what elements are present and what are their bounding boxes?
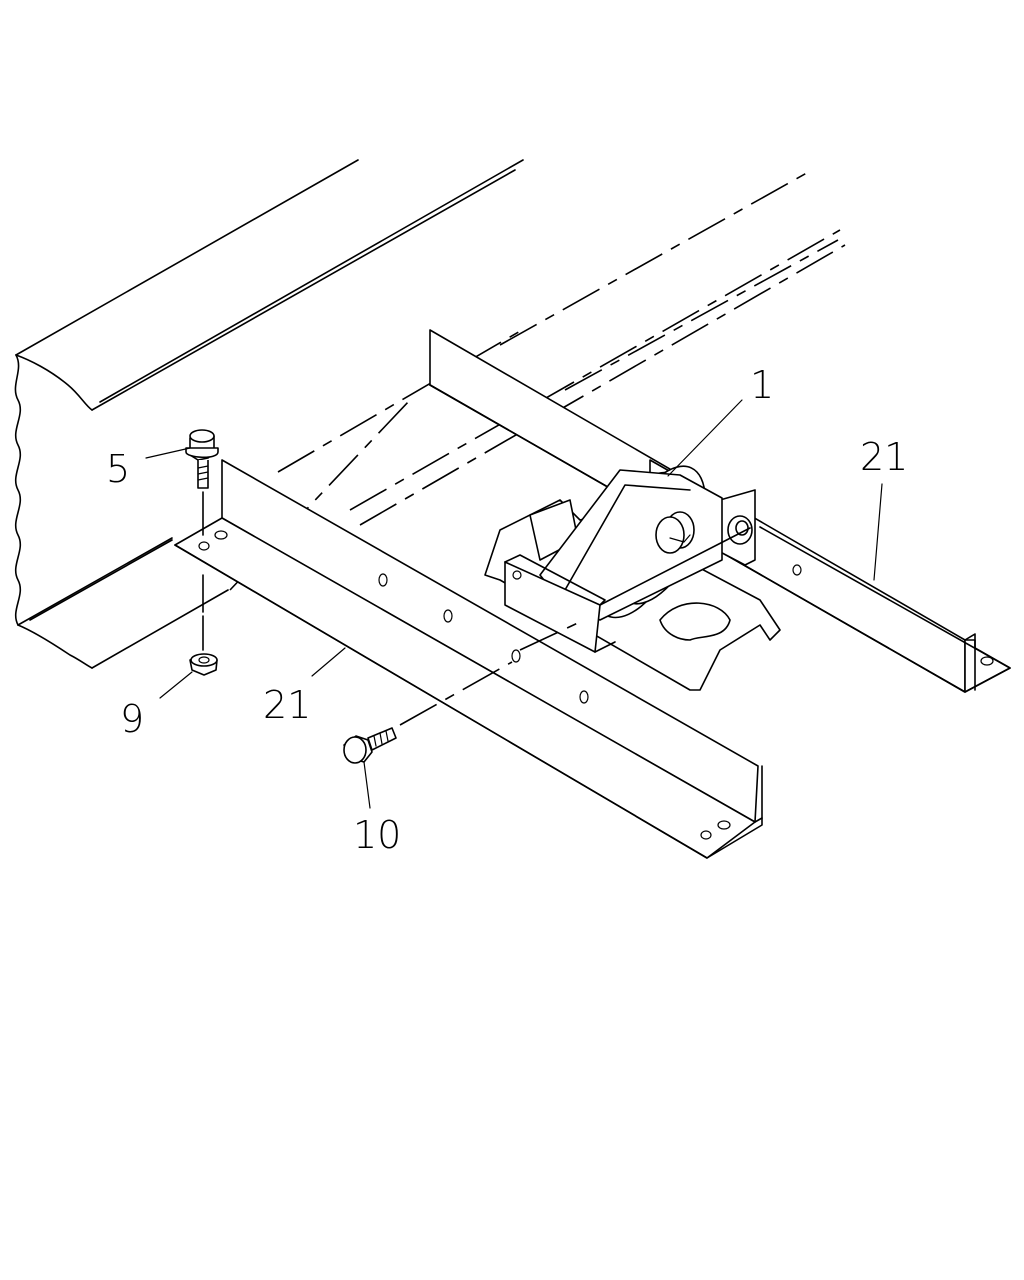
leader-21-right xyxy=(873,483,883,581)
leader-9 xyxy=(159,671,193,699)
leader-lines xyxy=(145,399,883,809)
bolt-5 xyxy=(185,429,219,536)
leader-10 xyxy=(363,761,371,809)
leader-1 xyxy=(667,399,743,477)
callout-21-right: 21 xyxy=(860,435,908,479)
leader-21-left xyxy=(311,647,346,677)
nut-9 xyxy=(189,574,218,676)
bolt-10 xyxy=(343,621,581,764)
callout-1: 1 xyxy=(750,363,774,407)
roller-assembly xyxy=(504,459,756,653)
callout-5: 5 xyxy=(106,447,130,491)
callout-21-left: 21 xyxy=(263,683,311,727)
callout-10: 10 xyxy=(353,813,401,857)
callout-9: 9 xyxy=(120,697,144,741)
leader-5 xyxy=(145,447,191,459)
callout-labels: 1 5 9 10 21 21 xyxy=(106,363,908,857)
frame-rail xyxy=(14,159,846,669)
